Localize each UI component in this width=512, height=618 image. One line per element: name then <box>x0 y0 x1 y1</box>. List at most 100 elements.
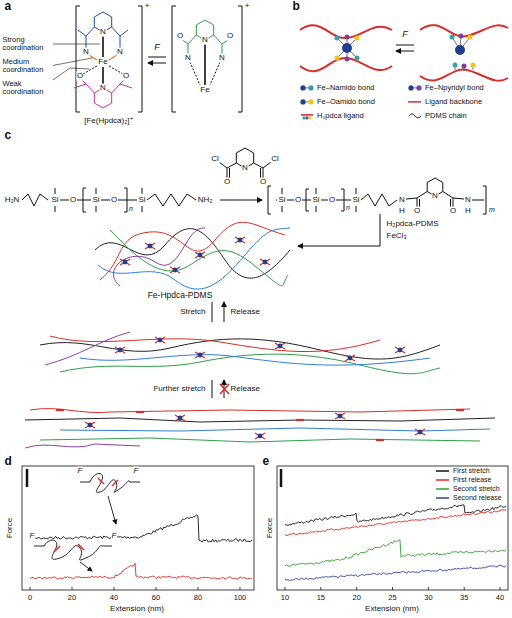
axis-label: Extension (nm) <box>365 605 420 614</box>
line-sample <box>436 470 449 472</box>
polymer-network <box>113 228 205 286</box>
tick-label: 80 <box>193 594 202 602</box>
complex-structure <box>148 57 166 63</box>
line-sample <box>436 479 449 481</box>
legend-swatch <box>436 485 450 493</box>
atom-label: Si <box>92 196 100 205</box>
ligand-mark <box>115 347 125 353</box>
compound-name: [Fe(Hpdca)₂]⁺ <box>84 117 135 126</box>
ligand-scheme <box>345 35 350 40</box>
fe-ion <box>278 344 283 349</box>
ligand-sample <box>302 116 305 119</box>
atom-label: O <box>328 196 335 205</box>
atom-label: O <box>226 32 233 41</box>
legend-text: Second release <box>453 494 502 502</box>
tick-label: 30 <box>424 594 433 602</box>
legend-text: Ligand backbone <box>425 98 482 106</box>
callout-label: Weak coordination <box>2 80 53 97</box>
legend-item: PDMS chain <box>408 112 467 120</box>
atom-label: NH₂ <box>197 196 213 205</box>
fe-ion <box>173 268 178 273</box>
legend-item: Fe–Oamido bond <box>300 98 375 106</box>
reaction-scheme <box>96 188 137 212</box>
atom-label: O <box>294 196 301 205</box>
force-trace <box>30 505 506 580</box>
tick-label: 60 <box>151 594 160 602</box>
tick-label: 40 <box>495 594 504 602</box>
ligand-scheme <box>462 64 467 69</box>
ligand-mark <box>415 429 425 435</box>
ligand-mark <box>275 343 285 349</box>
legend-item: Fe–Npyridyl bond <box>408 84 484 92</box>
molecule-inset <box>54 544 84 552</box>
legend-item: Fe–Namido bond <box>300 84 375 92</box>
ligand-mark <box>260 259 270 265</box>
legend-swatch <box>300 98 314 106</box>
line-sample <box>436 488 449 490</box>
legend-text: Fe–Namido bond <box>317 84 375 92</box>
ligand-mark <box>335 413 345 419</box>
polymer-network <box>25 444 140 448</box>
ligand-mark <box>296 419 304 421</box>
plot-frame <box>26 469 29 487</box>
legend-swatch <box>408 112 422 120</box>
legend-item: First stretch <box>436 467 490 475</box>
panel-letter: e <box>262 455 270 468</box>
tick-label: 40 <box>109 594 118 602</box>
legend-swatch <box>308 85 313 90</box>
force-trace <box>30 563 252 579</box>
atom-label: + <box>244 2 250 11</box>
compound-name: FeCl₃ <box>386 232 407 241</box>
ligand-scheme <box>342 43 352 53</box>
reaction-scheme <box>22 194 48 206</box>
ligand-mark <box>376 439 384 441</box>
atom-label: H <box>399 207 406 216</box>
ligand-scheme <box>355 36 360 41</box>
tick-label: 15 <box>316 594 325 602</box>
atom-label: O <box>110 196 117 205</box>
atom-label: Si <box>312 196 320 205</box>
ligand-mark <box>195 252 205 258</box>
ligand-mark <box>56 409 64 411</box>
legend-swatch <box>436 467 450 475</box>
legend-text: Fe–Oamido bond <box>317 98 375 106</box>
force-symbol: F <box>402 30 409 40</box>
legend-swatch <box>416 85 421 90</box>
fe-ion <box>158 338 163 343</box>
force-symbol: F <box>29 532 35 541</box>
atom-label: O <box>176 32 183 41</box>
ligand-scheme <box>468 35 473 40</box>
fe-ion <box>198 353 203 358</box>
atom-label: H₂N <box>4 196 20 205</box>
ligand-scheme <box>420 25 508 81</box>
atom-label: n <box>346 204 351 212</box>
line-sample <box>408 101 421 103</box>
atom-label: n <box>129 205 134 213</box>
tick-label: 20 <box>352 594 361 602</box>
ligand-mark <box>145 243 155 249</box>
ligand-scheme <box>345 57 350 62</box>
polymer-network <box>60 428 490 431</box>
ligand-mark <box>136 411 144 413</box>
panel-letter: d <box>4 455 12 468</box>
atom-label: Fe <box>200 86 210 95</box>
ligand-mark <box>170 267 180 273</box>
reaction-scheme <box>316 188 351 212</box>
molecule-inset <box>90 474 130 493</box>
atom-label: N <box>100 28 107 37</box>
atom-label: Si <box>352 196 360 205</box>
panel-letter: a <box>4 0 12 13</box>
fe-ion <box>418 430 423 435</box>
reaction-scheme <box>142 188 196 212</box>
fe-ion <box>123 260 128 265</box>
complex-structure <box>172 6 242 112</box>
force-trace <box>285 540 506 566</box>
reaction-scheme <box>406 192 427 208</box>
plot-frame <box>22 466 254 590</box>
polymer-network <box>40 438 480 442</box>
legend-text: Second stretch <box>453 485 500 493</box>
atom-label: Si <box>278 196 286 205</box>
ligand-scheme <box>450 35 455 40</box>
polymer-network <box>98 228 290 289</box>
fe-ion <box>300 85 305 90</box>
